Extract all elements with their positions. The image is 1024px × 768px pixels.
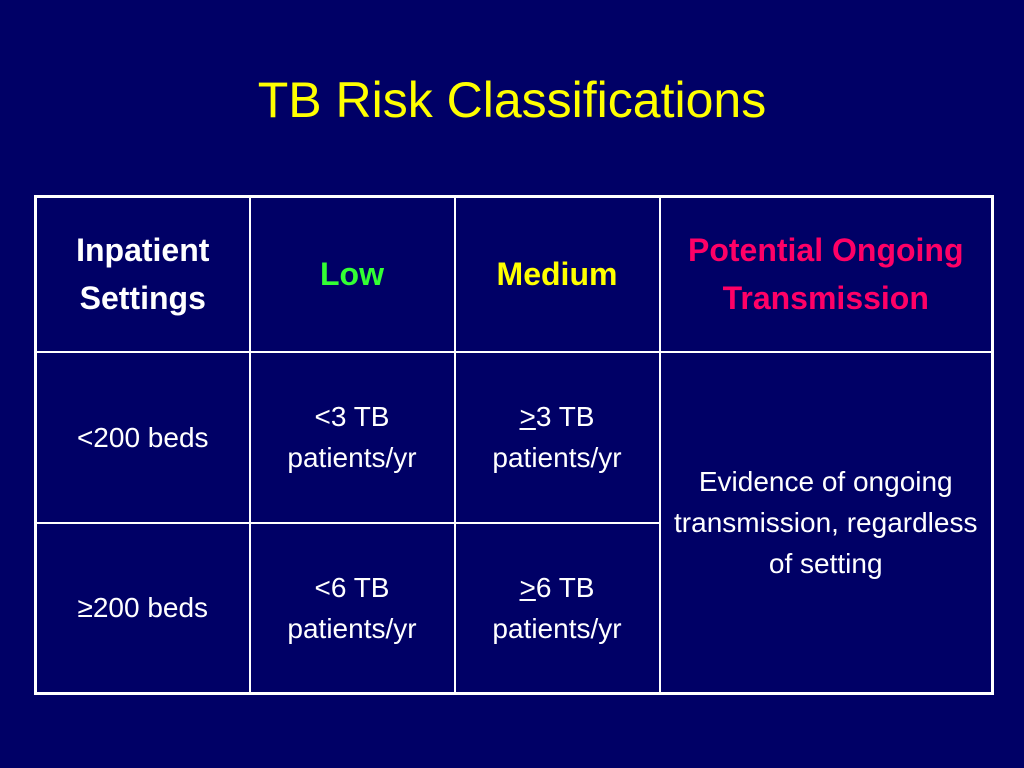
cell-low: <6 TB patients/yr [248, 521, 456, 695]
slide-title: TB Risk Classifications [257, 72, 767, 128]
cell-medium-text: 3 TB patients/yr [492, 401, 622, 473]
header-inpatient-settings: Inpatient Settings [34, 195, 251, 353]
table-header-row: Inpatient Settings Low Medium Potential … [34, 195, 994, 353]
cell-setting: ≥200 beds [34, 521, 251, 695]
cell-low: <3 TB patients/yr [248, 350, 456, 524]
greater-equal-symbol: > [519, 401, 536, 432]
cell-medium: >6 TB patients/yr [453, 521, 661, 695]
cell-potential-ongoing: Evidence of ongoing transmission, regard… [658, 350, 994, 695]
header-low: Low [248, 195, 456, 353]
greater-equal-symbol: > [519, 571, 536, 603]
header-medium: Medium [453, 195, 661, 353]
cell-medium-text: 6 TB patients/yr [492, 571, 622, 644]
header-potential-ongoing-transmission: Potential Ongoing Transmission [658, 195, 994, 353]
risk-classification-table: Inpatient Settings Low Medium Potential … [34, 195, 994, 695]
cell-setting: <200 beds [34, 350, 251, 524]
cell-medium: >3 TB patients/yr [453, 350, 661, 524]
table-row: <200 beds <3 TB patients/yr >3 TB patien… [34, 350, 994, 695]
table-row: ≥200 beds <6 TB patients/yr >6 TB patien… [34, 521, 993, 695]
